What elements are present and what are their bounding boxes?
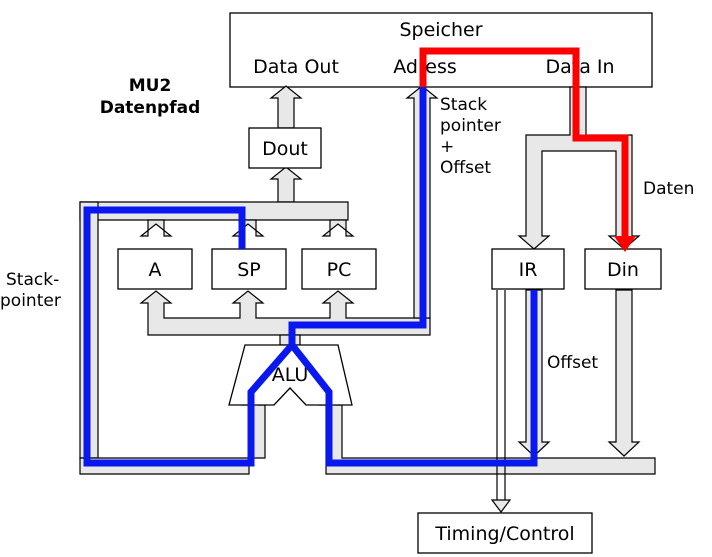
arrow-sp-out <box>231 219 265 237</box>
arrow-a-out <box>139 219 173 237</box>
bus-din-down <box>607 289 641 457</box>
bus-to-dout <box>269 166 303 203</box>
diagram-title-line1: MU2 <box>129 76 172 96</box>
alu-label: ALU <box>272 364 309 386</box>
timing-control-box <box>417 512 593 554</box>
bus-dout-to-memory <box>269 85 303 129</box>
blue-path-stackpointer <box>83 87 427 467</box>
memory-data-out-label: Data Out <box>253 56 339 78</box>
timing-control-label: Timing/Control <box>434 523 574 545</box>
register-pc-label: PC <box>327 259 352 281</box>
daten-label: Daten <box>643 179 694 199</box>
register-a-label: A <box>149 259 162 281</box>
arrow-pc-out <box>321 219 355 237</box>
alu-shape <box>228 344 353 406</box>
red-arrowhead <box>614 236 636 252</box>
register-din-label: Din <box>607 259 639 281</box>
stackpointer-label-line2: pointer <box>0 291 61 311</box>
register-a <box>117 248 193 290</box>
memory-data-in-label: Data In <box>545 56 614 78</box>
blue-path-offset <box>289 290 538 467</box>
address-note-line3: + <box>440 137 454 157</box>
memory-title: Speicher <box>399 19 482 41</box>
address-note-line1: Stack <box>440 95 487 115</box>
offset-label: Offset <box>547 353 598 373</box>
register-dout <box>248 127 322 169</box>
register-sp <box>211 248 287 290</box>
address-note-line4: Offset <box>440 158 491 178</box>
stackpointer-label-line1: Stack- <box>6 270 59 290</box>
register-din <box>584 248 662 290</box>
address-note-line2: pointer <box>440 116 501 136</box>
register-ir <box>491 248 565 290</box>
register-sp-label: SP <box>237 259 261 281</box>
register-ir-label: IR <box>519 259 538 281</box>
diagram-title-line2: Datenpfad <box>100 98 201 118</box>
register-pc <box>301 248 377 290</box>
red-path-data <box>419 47 629 238</box>
register-dout-label: Dout <box>262 138 308 160</box>
arrow-to-timing <box>490 499 512 513</box>
